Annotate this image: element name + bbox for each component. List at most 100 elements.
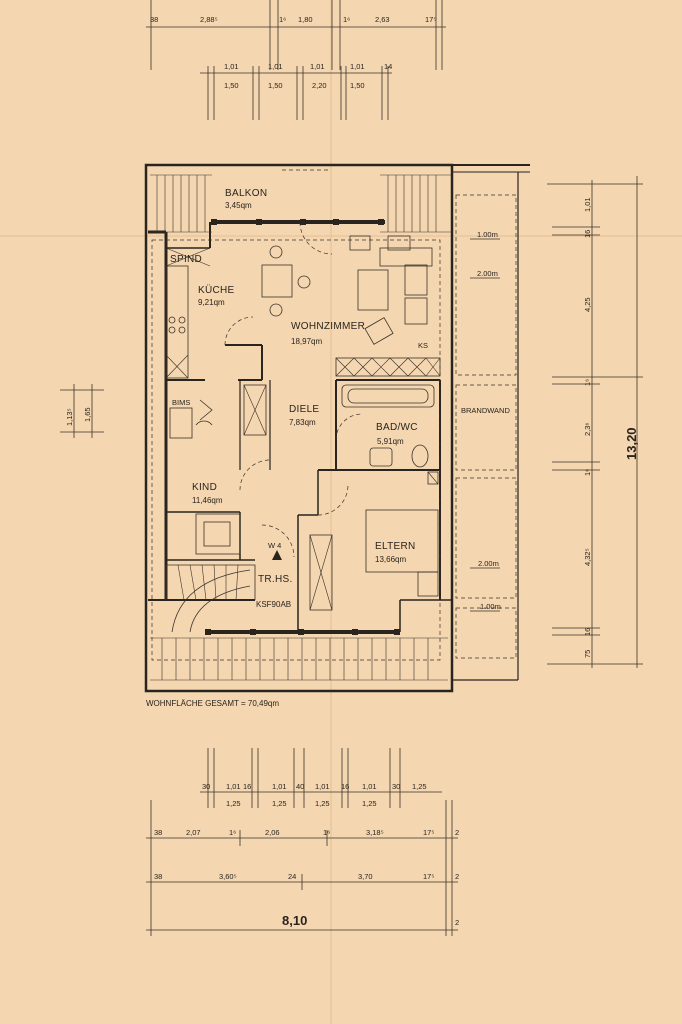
dim-bottom-2-6: 3,18⁵ — [366, 828, 384, 837]
dim-bottom-1a-9: 30 — [392, 782, 400, 791]
dim-top-row2a-2: 1,01 — [268, 62, 283, 71]
dim-bottom-1b-3: 1,25 — [315, 799, 330, 808]
dim-bottom-total: 8,10 — [282, 913, 307, 928]
dim-bottom-2-7: 17⁵ — [423, 828, 434, 837]
dim-top-row2b-1: 1,50 — [224, 81, 239, 90]
room-wohnzimmer-name: WOHNZIMMER — [291, 321, 365, 332]
room-bad-area: 5,91qm — [377, 437, 404, 446]
room-ksf-name: KSF90AB — [256, 600, 291, 609]
dim-bottom-1a-5: 40 — [296, 782, 304, 791]
room-balkon-area: 3,45qm — [225, 201, 252, 210]
dim-top-2: 2,88⁵ — [200, 15, 218, 24]
dim-bottom-1b-4: 1,25 — [362, 799, 377, 808]
dim-bottom-2-2: 2,07 — [186, 828, 201, 837]
height-mark-2: 2.00m — [477, 269, 498, 278]
dim-right-5: 2,3⁶ — [583, 422, 592, 436]
living-room-furniture — [261, 235, 441, 377]
chimney-shaft — [243, 384, 333, 611]
dim-bottom-3-3: 24 — [288, 872, 296, 881]
dim-top-4: 1,80 — [298, 15, 313, 24]
dim-bottom-2-5: 1⁶ — [323, 828, 330, 837]
dim-bottom-3-5: 17⁵ — [423, 872, 434, 881]
dim-bottom-3-1: 38 — [154, 872, 162, 881]
balcony-railing-top — [150, 174, 452, 233]
dashed-roof-outlines — [151, 194, 517, 661]
room-diele-name: DIELE — [289, 404, 319, 415]
dim-bottom-1a-3: 16 — [243, 782, 251, 791]
bathroom-fixtures — [341, 384, 439, 485]
dim-right-total: 13,20 — [624, 427, 639, 460]
dim-right-1: 1,01 — [583, 197, 592, 212]
dim-bottom-2-8: 2 — [455, 828, 459, 837]
dim-bottom-1a-4: 1,01 — [272, 782, 287, 791]
window-markers — [205, 219, 400, 635]
left-dimension — [60, 384, 104, 438]
height-mark-1: 1.00m — [477, 230, 498, 239]
room-brandwand-name: BRANDWAND — [461, 406, 510, 415]
dim-bottom-1b-2: 1,25 — [272, 799, 287, 808]
room-eltern-name: ELTERN — [375, 541, 416, 552]
room-w4-name: W 4 — [268, 541, 281, 550]
height-mark-3: 2.00m — [478, 559, 499, 568]
room-eltern-area: 13,66qm — [375, 555, 406, 564]
dim-bottom-1a-7: 16 — [341, 782, 349, 791]
dim-right-8: 16 — [583, 628, 592, 636]
building-walls — [144, 163, 530, 693]
balcony-railing-bottom — [150, 637, 448, 681]
dim-top-6: 2,63 — [375, 15, 390, 24]
height-mark-4: 1.00m — [480, 602, 501, 611]
dim-top-3: 1⁶ — [279, 15, 286, 24]
dim-top-row2a-1: 1,01 — [224, 62, 239, 71]
dim-bottom-3-4: 3,70 — [358, 872, 373, 881]
room-ks-name: KS — [418, 341, 428, 350]
door-swings — [224, 169, 363, 558]
dim-top-row2a-4: 1,01 — [350, 62, 365, 71]
dim-bottom-1a-10: 1,25 — [412, 782, 427, 791]
dim-top-row2a-5: 14 — [384, 62, 392, 71]
parents-room-furniture — [365, 509, 439, 597]
dim-left-2: 1,65 — [83, 407, 92, 422]
bims-room-fixtures — [169, 399, 213, 439]
dim-bottom-2-1: 38 — [154, 828, 162, 837]
dim-bottom-2-4: 2,06 — [265, 828, 280, 837]
dim-right-7: 4,32⁵ — [583, 548, 592, 566]
room-spind-name: SPIND — [170, 254, 202, 265]
dim-right-4: 1⁶ — [583, 379, 592, 386]
room-kind-area: 11,46qm — [192, 496, 223, 505]
dim-top-row2b-4: 1,50 — [350, 81, 365, 90]
room-diele-area: 7,83qm — [289, 418, 316, 427]
room-kind-name: KIND — [192, 482, 217, 493]
dim-bottom-1b-1: 1,25 — [226, 799, 241, 808]
dim-bottom-1a-2: 1,01 — [226, 782, 241, 791]
staircase — [165, 550, 282, 633]
dim-right-2: 16 — [583, 230, 592, 238]
dim-top-row2b-3: 2,20 — [312, 81, 327, 90]
total-living-area: WOHNFLÄCHE GESAMT = 70,49qm — [146, 699, 279, 708]
dim-right-6: 1⁶ — [583, 469, 592, 476]
room-bad-name: BAD/WC — [376, 422, 418, 433]
kitchen-fixtures — [165, 247, 211, 379]
dim-right-3: 4,25 — [583, 297, 592, 312]
top-dimension-chain — [146, 0, 446, 120]
room-balkon-name: BALKON — [225, 188, 267, 199]
room-kueche-area: 9,21qm — [198, 298, 225, 307]
north-arrow-icon — [272, 550, 282, 560]
dim-bottom-1a-8: 1,01 — [362, 782, 377, 791]
dim-bottom-3-2: 3,60⁵ — [219, 872, 237, 881]
bottom-dimension-chain — [146, 748, 458, 936]
dim-top-1: 38 — [150, 15, 158, 24]
dim-top-row2b-2: 1,50 — [268, 81, 283, 90]
room-wohnzimmer-area: 18,97qm — [291, 337, 322, 346]
kids-room-bed — [195, 513, 241, 555]
dim-top-7: 17⁵ — [425, 15, 436, 24]
dim-top-row2a-3: 1,01 — [310, 62, 325, 71]
dim-bottom-3-6: 2 — [455, 872, 459, 881]
dim-right-9: 75 — [583, 650, 592, 658]
dim-bottom-1a-6: 1,01 — [315, 782, 330, 791]
room-kueche-name: KÜCHE — [198, 284, 235, 296]
dim-top-5: 1⁶ — [343, 15, 350, 24]
dim-left-1: 1,13⁵ — [65, 408, 74, 426]
right-dimension-chain — [547, 176, 643, 668]
dim-bottom-end: 2 — [455, 918, 459, 927]
